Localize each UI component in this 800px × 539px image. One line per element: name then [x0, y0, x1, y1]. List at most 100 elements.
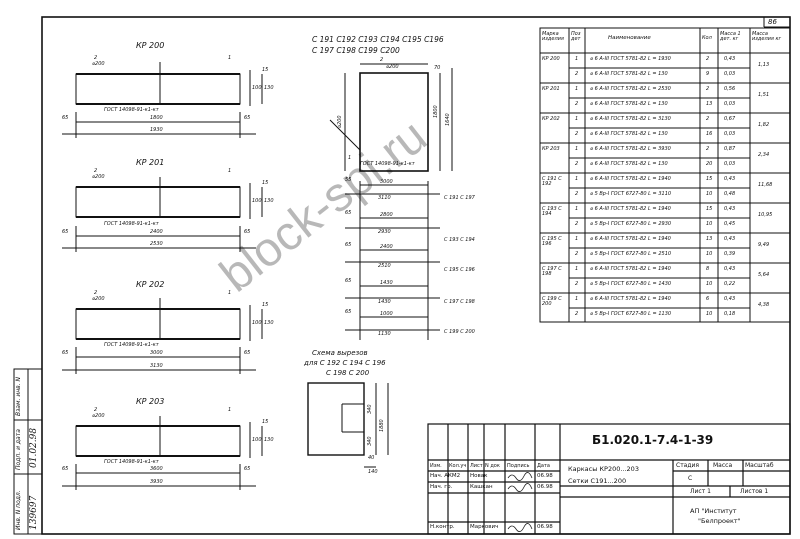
dim-end: 65	[62, 466, 69, 472]
sheet-label: Лист 1	[690, 488, 711, 495]
scale-header: Масштаб	[745, 462, 774, 469]
spec-row-qty: 8	[706, 266, 710, 272]
spec-row-pos: 1	[575, 86, 579, 92]
spec-row-mark: С 195 С 196	[542, 236, 562, 247]
spec-row-total: 2,34	[758, 152, 770, 158]
spec-row-pos: 1	[575, 266, 579, 272]
spec-row-mark: С 193 С 194	[542, 206, 562, 217]
signature-3	[507, 523, 533, 532]
stamp-header: Дата	[537, 463, 550, 469]
spec-row-qty: 2	[706, 116, 710, 122]
spec-row-name: ⌀ 6 А-III ГОСТ 5781-82 L = 130	[590, 131, 668, 137]
spec-row-pos: 1	[575, 176, 579, 182]
mesh-dim-inner: 2800	[380, 212, 393, 218]
position-mark: 1	[228, 55, 232, 61]
cut-scheme-lines	[307, 382, 389, 468]
spec-row-qty: 10	[706, 281, 713, 287]
spec-row-pos: 2	[575, 131, 579, 137]
position-mark: 2	[94, 407, 98, 413]
mass-header: Масса	[713, 462, 733, 469]
cut-dim: 40	[368, 455, 375, 461]
spec-row-mass: 0,43	[724, 236, 736, 242]
dim-length-outer: 1930	[150, 127, 163, 133]
diameter-label: ⌀200	[92, 61, 105, 67]
dim-height: 130	[264, 437, 274, 443]
mesh-labels-line1: С 191 С192 С193 С194 С195 С196	[312, 35, 444, 44]
spec-row-name: ⌀ 6 А-III ГОСТ 5781-82 L = 2530	[590, 86, 671, 92]
position-mark: 1	[228, 168, 232, 174]
mesh-dim-outer: 1130	[378, 331, 391, 337]
diameter-label: ⌀200	[92, 296, 105, 302]
stamp-header: Кол.уч	[449, 463, 467, 469]
dim-length-outer: 3130	[150, 363, 163, 369]
gost-label: ГОСТ 14098-91-к1-кт	[104, 221, 159, 227]
spec-row-mass: 0,48	[724, 191, 736, 197]
spec-row-name: ⌀ 6 А-III ГОСТ 5781-82 L = 1930	[590, 56, 671, 62]
stage-value: С	[688, 475, 693, 482]
dim-end: 65	[244, 466, 251, 472]
spec-row-qty: 6	[706, 296, 710, 302]
dim-height: 100	[252, 198, 262, 204]
spec-row-mark: С 197 С 198	[542, 266, 562, 277]
org-line1: АП "Институт	[690, 507, 737, 515]
stamp-date: 06.98	[537, 473, 553, 479]
spec-row-total: 4,38	[758, 302, 770, 308]
diameter-label: ⌀200	[92, 174, 105, 180]
page-number: 86	[768, 18, 777, 26]
spec-row-mark: КР 201	[542, 86, 560, 92]
spec-row-pos: 2	[575, 221, 579, 227]
dim-height: 100	[252, 85, 262, 91]
spec-row-mass: 0,03	[724, 71, 736, 77]
spec-row-total: 1,82	[758, 122, 770, 128]
diameter-label: ⌀200	[92, 413, 105, 419]
spec-row-pos: 1	[575, 296, 579, 302]
dim-height: 15	[262, 67, 269, 73]
spec-row-pos: 2	[575, 281, 579, 287]
dim-height: 15	[262, 180, 269, 186]
spec-row-qty: 16	[706, 131, 713, 137]
stamp-name: Маркович	[470, 524, 499, 530]
mesh-dim-series: С 191 С 197	[444, 195, 475, 201]
dim-length-outer: 3930	[150, 479, 163, 485]
mesh-dim-inner: 1430	[380, 280, 393, 286]
spec-row-mark: КР 200	[542, 56, 560, 62]
spec-row-qty: 15	[706, 206, 713, 212]
mesh-lines	[329, 63, 453, 340]
signature-2	[507, 483, 533, 492]
frame-kr200-lines	[62, 62, 263, 138]
gost-label: ГОСТ 14098-91-к1-кт	[104, 342, 159, 348]
spec-header-mass1: Масса 1 дет. кг	[720, 31, 741, 42]
spec-row-name: ⌀ 6 А-III ГОСТ 5781-82 L = 130	[590, 161, 668, 167]
spec-row-qty: 2	[706, 86, 710, 92]
spec-row-pos: 1	[575, 146, 579, 152]
spec-row-pos: 1	[575, 116, 579, 122]
mesh-dim-end: 65	[345, 242, 352, 248]
mesh-dim-end: 55	[345, 177, 352, 183]
stamp-role: Нач. гр.	[430, 484, 453, 490]
mesh-dia-top: ⌀200	[386, 64, 399, 70]
frame-name: КР 201	[136, 158, 165, 167]
cut-dim: 140	[368, 469, 378, 475]
spec-row-pos: 2	[575, 311, 579, 317]
mesh-mark1: 1	[348, 155, 352, 161]
spec-row-mass: 0,43	[724, 206, 736, 212]
mesh-dim-outer: 3110	[378, 195, 391, 201]
spec-row-pos: 1	[575, 236, 579, 242]
spec-header-mark: Марка изделия	[542, 31, 564, 42]
spec-row-mass: 0,03	[724, 161, 736, 167]
dim-height: 15	[262, 302, 269, 308]
stamp-header: Изм.	[430, 463, 442, 469]
mesh-dim-inner: 1000	[380, 311, 393, 317]
cut-scheme-line2: для С 192 С 194 С 196	[304, 359, 386, 367]
spec-row-mass: 0,56	[724, 86, 736, 92]
spec-row-name: ⌀ 6 А-III ГОСТ 5781-82 L = 1940	[590, 206, 671, 212]
mesh-mark2: 2	[380, 57, 384, 63]
spec-row-qty: 15	[706, 176, 713, 182]
spec-row-name: ⌀ 6 А-III ГОСТ 5781-82 L = 3130	[590, 116, 671, 122]
spec-header-qty: Кол	[702, 35, 712, 41]
frame-kr201-lines	[62, 177, 263, 252]
spec-row-mass: 0,43	[724, 266, 736, 272]
org-line2: "Белпроект"	[698, 517, 741, 525]
spec-row-name: ⌀ 6 А-III ГОСТ 5781-82 L = 130	[590, 101, 668, 107]
